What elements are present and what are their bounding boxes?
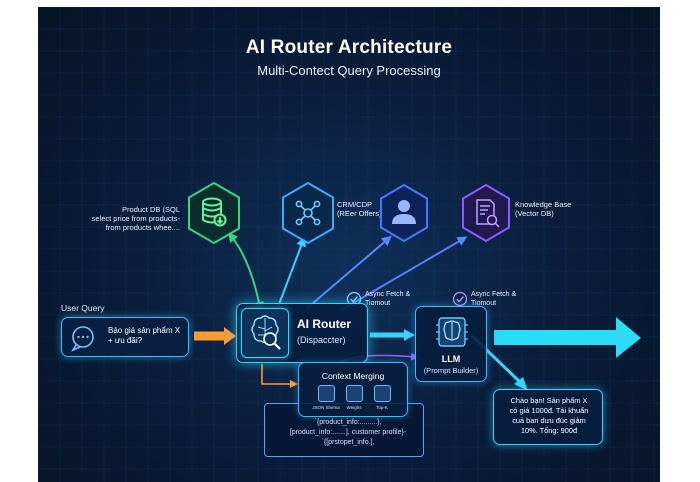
check-icon: [452, 291, 468, 307]
user-query-box: Báo giá sản phẩm X + ưu đãi?: [61, 317, 189, 357]
router-title: AI Router: [297, 317, 351, 331]
merge-item-json-schema: JSON Shema: [311, 385, 341, 410]
router-chip: [241, 308, 289, 358]
llm-title: LLM: [441, 354, 461, 364]
user-icon: [392, 200, 416, 224]
response-text: Chào bạn! Sản phẩm X có giá 1000đ. Tải k…: [509, 396, 589, 435]
knowledge-label: Knowledge Base (Vector DB): [515, 200, 572, 218]
llm-to-response-arrowhead: [514, 377, 528, 391]
query-to-router-arrowhead: [224, 327, 236, 345]
connector-layer: [194, 232, 641, 391]
product-db-label: Product DB (SQL select price from produc…: [91, 205, 180, 232]
llm-box: LLM (Prompt Builder): [415, 306, 487, 382]
schema-icon: [317, 385, 335, 402]
diagram-canvas: AI Router Architecture Multi-Contect Que…: [38, 7, 660, 482]
llm-brain-icon: [436, 317, 468, 347]
merge-item-weights: Weighs: [339, 385, 369, 410]
top-k-icon: [373, 385, 391, 402]
user-query-label: User Query: [61, 303, 105, 313]
context-merging-box: Context Merging JSON Shema Weighs Top-K: [298, 362, 408, 417]
response-box: Chào bạn! Sản phẩm X có giá 1000đ. Tải k…: [493, 389, 603, 445]
llm-subtitle: (Prompt Builder): [423, 366, 479, 375]
document-search-icon: [476, 199, 500, 228]
crm-label: CRM/CDP (REer Offers): [337, 200, 382, 218]
context-merging-title: Context Merging: [321, 371, 385, 381]
router-to-llm-arrowhead: [404, 329, 415, 341]
fetch-note-2: Async Fetch & Tiomout: [471, 291, 517, 307]
product-db-node: [188, 181, 240, 245]
crm-link: [277, 236, 306, 308]
page-subtitle: Multi-Contect Query Processing: [257, 63, 441, 78]
user-node: [380, 183, 428, 243]
context-data-text: `{product_info:.........}, [product_info…: [289, 419, 407, 446]
chat-bubble-icon: [71, 326, 94, 352]
database-icon: [202, 197, 227, 227]
network-icon: [295, 200, 321, 226]
page-title: AI Router Architecture: [245, 37, 453, 58]
ai-router-box: AI Router (Dispaccter): [236, 303, 368, 363]
brain-search-icon: [251, 315, 281, 350]
router-subtitle: (Dispaccter): [297, 335, 346, 345]
product-db-link: [227, 232, 264, 312]
output-arrow: [494, 317, 641, 358]
user-query-text: Báo giá sản phẩm X + ưu đãi?: [108, 326, 181, 345]
crm-node: [282, 181, 334, 245]
knowledge-node: [462, 183, 510, 243]
knowledge-link: [337, 236, 468, 313]
router-to-merging-link: [261, 364, 298, 388]
merge-item-top-k: Top-K: [367, 385, 397, 410]
user-link: [305, 235, 392, 310]
weights-icon: [345, 385, 363, 402]
fetch-note-1: Async Fetch & Tiomout: [365, 291, 411, 307]
